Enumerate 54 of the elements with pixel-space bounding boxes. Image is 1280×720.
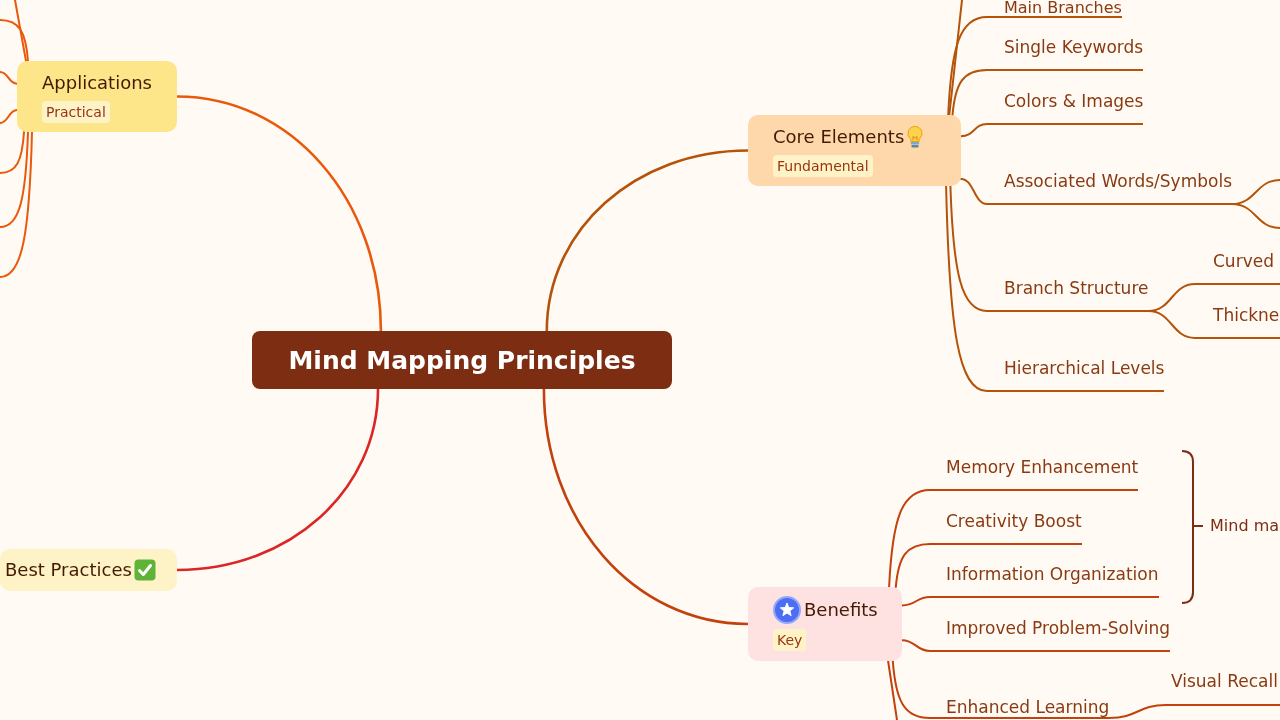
topic-card [17,61,177,132]
subtopic: Branch Structure [987,278,1149,312]
branch-line [1108,704,1167,719]
central-topic: Mind Mapping Principles [252,331,672,389]
branch-line [949,185,988,312]
branch-line [951,69,988,116]
subtopic: Curved [1195,251,1280,285]
branch-line [0,19,29,62]
branch-line [0,109,18,124]
subtopic: Memory Enhancement [930,457,1139,491]
subtopic: Associated Words/Symbols [987,171,1232,205]
topic-card [748,587,902,661]
branch-line [175,95,383,333]
topic-title: Best Practices [5,559,132,581]
topic-title: Core Elements [773,126,905,148]
branch-line [947,16,988,116]
branch-line [945,185,988,392]
subtopic: Thickne [1195,305,1280,339]
subtopic: Improved Problem-Solving [930,618,1170,652]
branch-line [175,387,380,572]
branch-line [0,131,29,228]
subtopic: Visual Recall [1166,671,1280,706]
subtopic: Main Branches [987,0,1122,18]
subtopic: Creativity Boost [930,511,1082,545]
topic-title: Benefits [804,599,878,621]
category-tag: Practical [42,101,110,123]
summary-label: Mind ma [1210,516,1280,536]
topic-card [748,115,961,186]
category-tag: Fundamental [773,155,873,177]
branch-line [0,131,33,278]
branch-line [887,660,898,720]
branch-line [894,543,931,588]
subtopic: Colors & Images [987,91,1144,125]
topic-card [0,549,177,591]
category-tag: Key [773,629,807,651]
subtopic: Single Keywords [987,37,1144,71]
branch-line [901,639,931,652]
branch-line [1147,310,1196,339]
topic-title: Applications [42,72,152,94]
branch-line [1231,203,1280,229]
subtopic: Enhanced Learning [930,697,1110,719]
branch-line [960,123,988,138]
branch-line [901,596,931,607]
branch-line [14,0,27,62]
subtopic: Information Organization [930,564,1159,598]
branch-line [542,387,750,626]
subtopic: Hierarchical Levels [987,358,1165,392]
branch-line [0,71,18,85]
branch-line [891,660,931,719]
branch-line [960,177,988,205]
branch-line [948,0,963,116]
branch-line [545,149,750,333]
branch-line [888,489,931,588]
branch-line [0,131,25,174]
